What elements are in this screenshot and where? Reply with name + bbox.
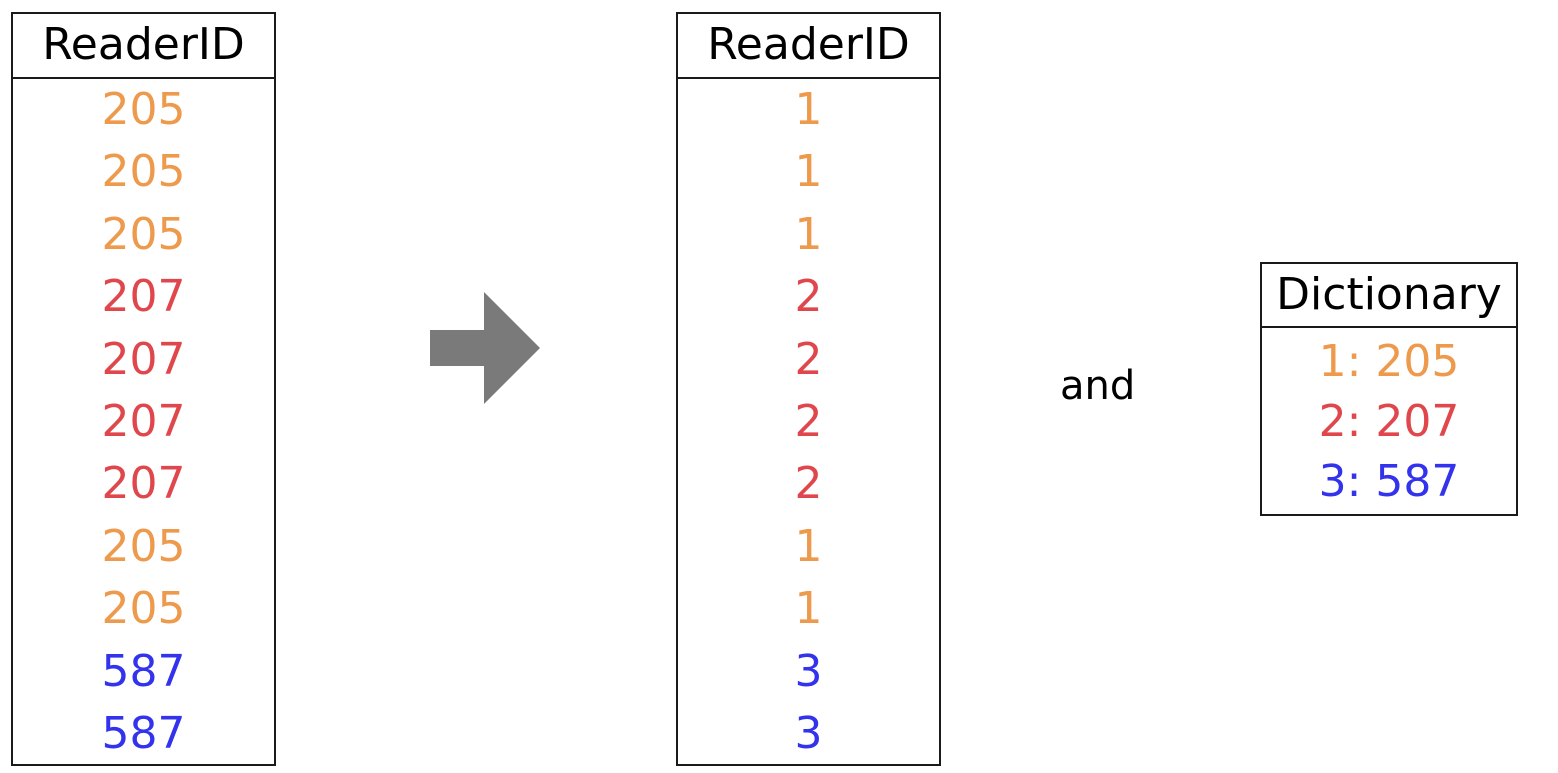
table-row: 2 <box>794 271 823 323</box>
table-row: 3 <box>794 645 823 697</box>
encoded-table-body: 1 1 1 2 2 2 2 1 1 3 3 <box>678 79 939 765</box>
table-row: 1 <box>794 146 823 198</box>
table-row: 207 <box>101 458 186 510</box>
dictionary-body: 1: 205 2: 207 3: 587 <box>1262 328 1516 512</box>
table-row: 587 <box>101 645 186 697</box>
original-table-header: ReaderID <box>13 14 274 79</box>
dictionary-entry: 3: 587 <box>1318 456 1460 507</box>
dictionary-entry: 2: 207 <box>1318 396 1460 447</box>
table-row: 207 <box>101 271 186 323</box>
table-row: 2 <box>794 458 823 510</box>
dictionary-entry: 1: 205 <box>1318 336 1460 387</box>
encoded-table-header: ReaderID <box>678 14 939 79</box>
connector-text: and <box>1060 363 1136 409</box>
right-arrow-icon <box>430 292 540 404</box>
dictionary-header: Dictionary <box>1262 264 1516 328</box>
arrow-shape <box>430 292 540 404</box>
table-row: 1 <box>794 84 823 135</box>
table-row: 1 <box>794 583 823 635</box>
table-row: 207 <box>101 395 186 447</box>
table-row: 205 <box>101 146 186 198</box>
table-row: 2 <box>794 395 823 447</box>
table-row: 205 <box>101 84 186 135</box>
original-table-body: 205 205 205 207 207 207 207 205 205 587 … <box>13 79 274 765</box>
table-row: 1 <box>794 208 823 260</box>
table-row: 205 <box>101 520 186 572</box>
table-row: 205 <box>101 208 186 260</box>
table-row: 207 <box>101 333 186 385</box>
table-row: 3 <box>794 707 823 759</box>
original-readerid-table: ReaderID 205 205 205 207 207 207 207 205… <box>11 12 276 766</box>
table-row: 205 <box>101 583 186 635</box>
table-row: 1 <box>794 520 823 572</box>
dictionary-table: Dictionary 1: 205 2: 207 3: 587 <box>1260 262 1518 516</box>
table-row: 587 <box>101 707 186 759</box>
encoded-readerid-table: ReaderID 1 1 1 2 2 2 2 1 1 3 3 <box>676 12 941 766</box>
table-row: 2 <box>794 333 823 385</box>
